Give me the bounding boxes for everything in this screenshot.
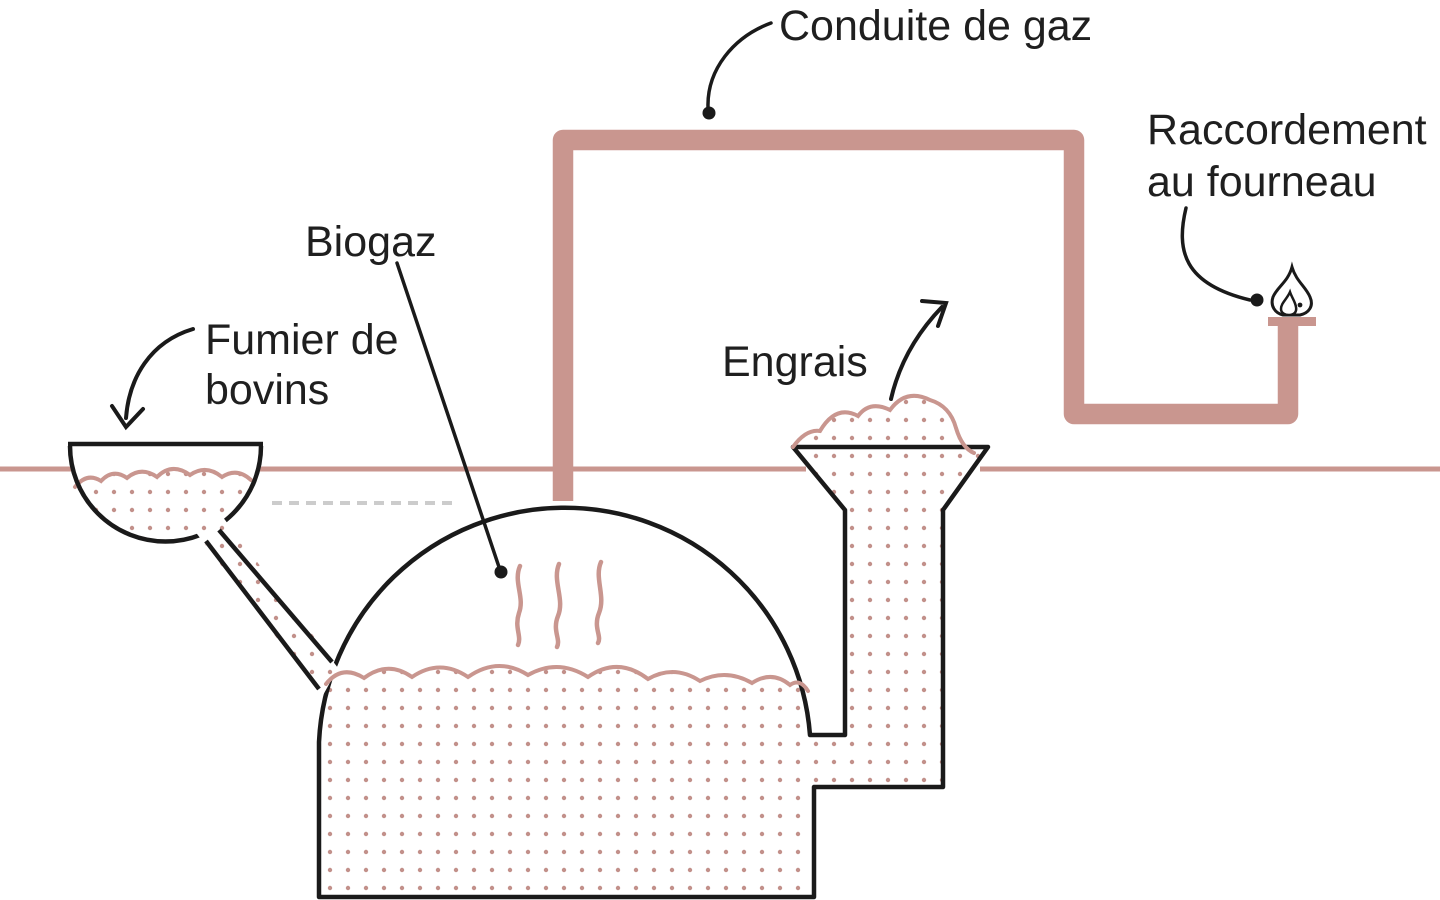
digester-outline [316, 444, 991, 900]
leader-line-gas-pipe [706, 21, 773, 109]
vapor-line-1 [515, 563, 523, 648]
leader-line-biogas [395, 261, 501, 569]
leader-dot-gas-pipe [702, 106, 716, 120]
manure-arrowhead [110, 404, 145, 431]
leader-dot-stove [1250, 293, 1264, 307]
slurry-surface-line [324, 664, 810, 693]
outlet-channel-fill [793, 395, 988, 787]
annotations [110, 21, 1264, 579]
fertilizer-mound-line [791, 393, 976, 455]
manure-surface-line [73, 467, 253, 489]
vapor-line-3 [594, 559, 604, 646]
fertilizer-arrow [889, 305, 944, 401]
inlet-pipe-wall-lower [204, 539, 321, 691]
manure-arrow [124, 327, 195, 420]
label-biogas: Biogaz [305, 218, 437, 266]
fertilizer-arrowhead [920, 299, 949, 328]
inlet-pipe-fill [194, 516, 338, 697]
label-gas-pipe: Conduite de gaz [779, 2, 1093, 50]
inlet-pipe-wall-upper [217, 528, 334, 664]
vapor-line-2 [553, 561, 563, 650]
label-cattle-manure: Fumier de bovins [205, 316, 399, 414]
label-fertilizer: Engrais [722, 338, 868, 386]
flame-icon [1270, 261, 1313, 317]
label-stove-connection: Raccordement au fourneau [1147, 106, 1427, 206]
inlet-pipe [194, 516, 338, 697]
leader-line-stove [1180, 206, 1252, 302]
gas-pipe [552, 129, 1299, 501]
inlet-bowl-outline [67, 445, 264, 544]
vapor-lines [515, 559, 604, 650]
leader-dot-biogas [494, 565, 508, 579]
slurry-fill [321, 665, 812, 895]
